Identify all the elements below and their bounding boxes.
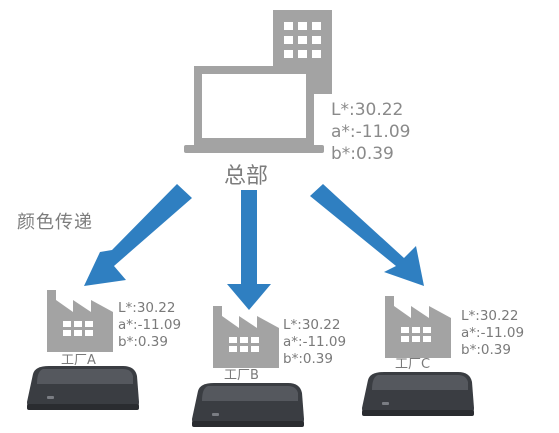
factory-a-label: 工厂A bbox=[61, 353, 96, 368]
factory-b-b-value: b*:0.39 bbox=[283, 351, 333, 367]
factory-a-a-value: a*:-11.09 bbox=[118, 317, 182, 333]
factory-b-label: 工厂B bbox=[224, 368, 259, 383]
transfer-arrows bbox=[84, 184, 424, 310]
factory-b-l-value: L*:30.22 bbox=[283, 317, 341, 333]
spectrophotometer-icon-a bbox=[27, 366, 139, 410]
hq-label: 总部 bbox=[224, 164, 269, 189]
factory-icon-c bbox=[385, 296, 451, 358]
arrow-to-factory-b-shaft bbox=[241, 190, 257, 286]
arrow-to-factory-c bbox=[310, 184, 424, 286]
factory-c-lab-values: L*:30.22 a*:-11.09 b*:0.39 bbox=[461, 308, 524, 359]
arrow-to-factory-b-head bbox=[227, 284, 271, 310]
laptop-icon bbox=[184, 66, 324, 153]
arrow-to-factory-a bbox=[84, 184, 192, 286]
factory-b-a-value: a*:-11.09 bbox=[283, 334, 347, 350]
factory-a-l-value: L*:30.22 bbox=[118, 300, 176, 316]
factory-c-label: 工厂C bbox=[395, 357, 431, 372]
factory-icon-b bbox=[213, 306, 279, 368]
factory-b-lab-values: L*:30.22 a*:-11.09 b*:0.39 bbox=[283, 317, 346, 368]
hq-l-value: L*:30.22 bbox=[331, 100, 404, 120]
factory-icon-a bbox=[47, 290, 113, 352]
spectrophotometer-icon-c bbox=[362, 372, 474, 416]
factory-a-b-value: b*:0.39 bbox=[118, 334, 168, 350]
transfer-label: 颜色传递 bbox=[17, 212, 93, 233]
hq-a-value: a*:-11.09 bbox=[331, 122, 411, 142]
factory-c-b-value: b*:0.39 bbox=[461, 342, 511, 358]
spectrophotometer-icon-b bbox=[192, 383, 304, 427]
factory-c-l-value: L*:30.22 bbox=[461, 308, 519, 324]
factory-a-lab-values: L*:30.22 a*:-11.09 b*:0.39 bbox=[118, 300, 181, 351]
hq-b-value: b*:0.39 bbox=[331, 144, 394, 164]
hq-lab-values: L*:30.22 a*:-11.09 b*:0.39 bbox=[331, 99, 410, 165]
factory-c-a-value: a*:-11.09 bbox=[461, 325, 525, 341]
